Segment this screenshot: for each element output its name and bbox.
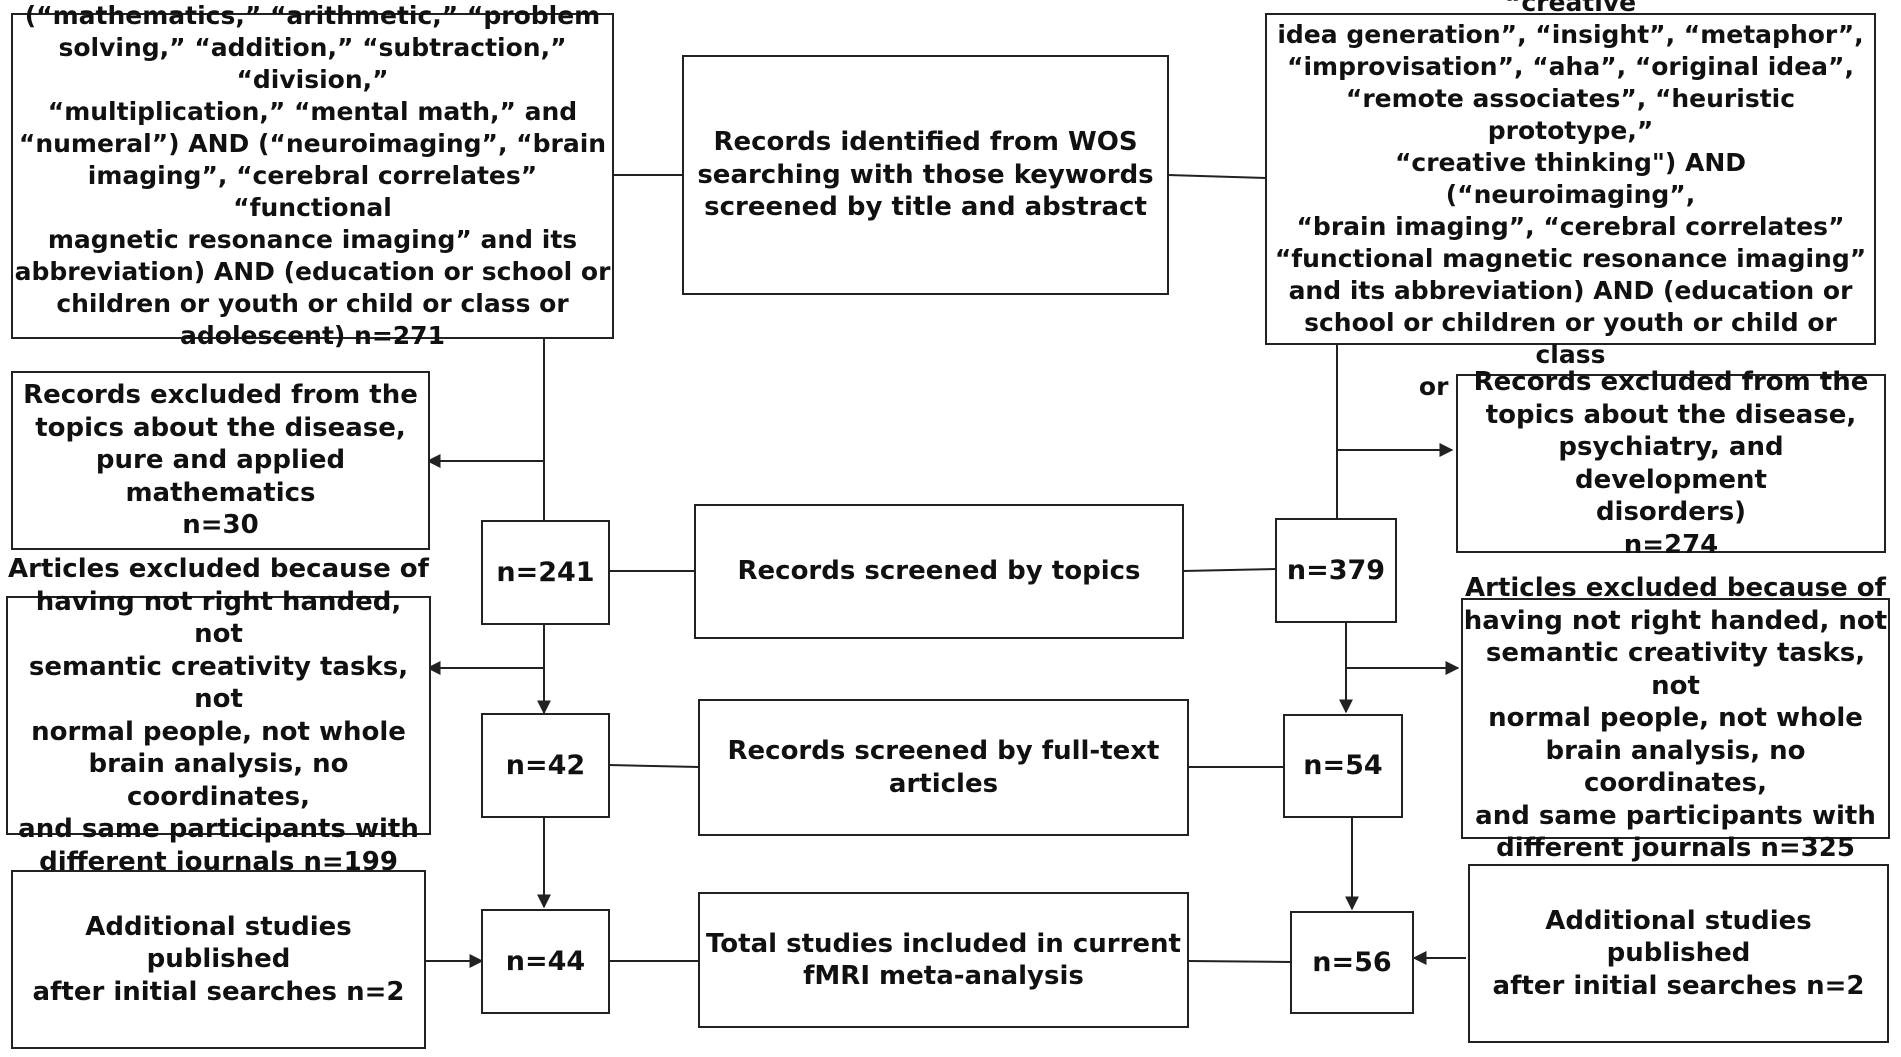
link-center-topics-to-n379: [1182, 568, 1277, 572]
right-excluded-topics-text: Records excluded from the topics about t…: [1473, 367, 1869, 560]
right-n-topics-text: n=379: [1286, 554, 1386, 586]
left-n-topics-box: n=241: [481, 520, 610, 625]
link-n42-to-center-fulltext: [608, 764, 700, 768]
left-excluded-topics-text: Records excluded from the topics about t…: [23, 380, 418, 541]
records-identified-text: Records identified from WOS searching wi…: [697, 127, 1154, 223]
right-n-fulltext-text: n=54: [1303, 750, 1383, 781]
left-search-keywords-box: (“mathematics,” “arithmetic,” “problem s…: [11, 1, 614, 350]
left-n-topics-text: n=241: [496, 556, 595, 588]
right-n-total-box: n=56: [1290, 911, 1414, 1014]
right-n-fulltext-box: n=54: [1283, 714, 1403, 818]
records-screened-topics-box: Records screened by topics: [694, 504, 1184, 639]
right-search-keywords-text: (“creativity”, “divergent thinking”, “cr…: [1274, 0, 1867, 401]
total-studies-included-text: Total studies included in current fMRI m…: [706, 928, 1181, 992]
link-center-total-to-n56: [1187, 960, 1292, 963]
right-n-topics-box: n=379: [1275, 518, 1397, 623]
records-screened-fulltext-text: Records screened by full-text articles: [727, 736, 1160, 799]
left-search-keywords-text: (“mathematics,” “arithmetic,” “problem s…: [14, 1, 611, 350]
left-additional-studies-box: Additional studies published after initi…: [11, 870, 426, 1049]
records-screened-topics-text: Records screened by topics: [737, 556, 1141, 587]
right-excluded-articles-text: Articles excluded because of having not …: [1463, 573, 1888, 864]
records-identified-box: Records identified from WOS searching wi…: [682, 55, 1169, 295]
left-n-total-box: n=44: [481, 909, 610, 1014]
left-n-fulltext-text: n=42: [505, 749, 586, 781]
right-excluded-topics-box: Records excluded from the topics about t…: [1456, 367, 1886, 560]
records-screened-fulltext-box: Records screened by full-text articles: [698, 699, 1189, 836]
left-additional-studies-text: Additional studies published after initi…: [32, 911, 405, 1007]
left-excluded-topics-box: Records excluded from the topics about t…: [11, 371, 430, 550]
right-additional-studies-box: Additional studies published after initi…: [1468, 864, 1889, 1043]
link-center-to-right-search: [1167, 174, 1267, 179]
right-additional-studies-text: Additional studies published after initi…: [1492, 905, 1865, 1001]
left-excluded-articles-box: Articles excluded because of having not …: [6, 554, 431, 877]
right-excluded-articles-box: Articles excluded because of having not …: [1461, 573, 1890, 863]
left-excluded-articles-text: Articles excluded because of having not …: [8, 554, 429, 877]
left-n-total-text: n=44: [505, 945, 586, 977]
total-studies-included-box: Total studies included in current fMRI m…: [698, 892, 1189, 1028]
right-n-total-text: n=56: [1312, 946, 1392, 978]
right-search-keywords-box: (“creativity”, “divergent thinking”, “cr…: [1265, 0, 1876, 401]
left-n-fulltext-box: n=42: [481, 713, 610, 818]
